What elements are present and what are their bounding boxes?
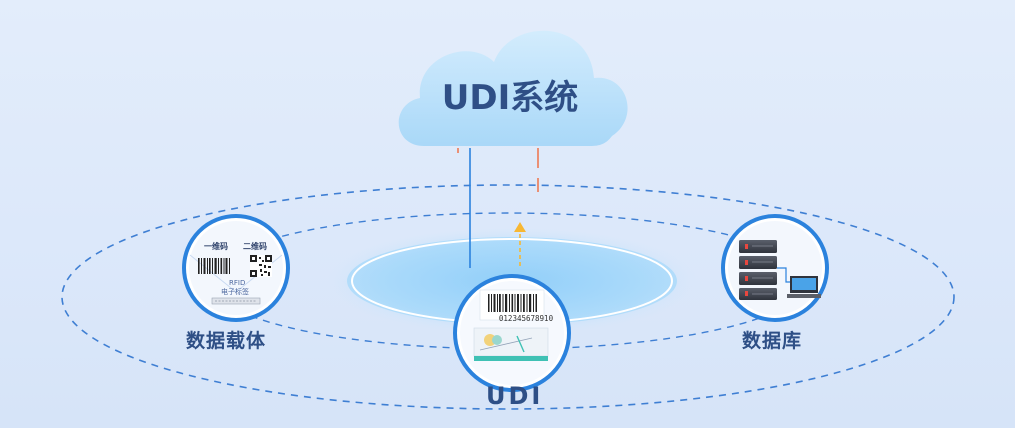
upload-arrow-head xyxy=(514,222,526,232)
data-carrier-label: 数据载体 xyxy=(186,330,267,352)
server-rack-icon xyxy=(739,240,777,300)
qr-code-label: 二维码 xyxy=(243,242,267,251)
electronic-tag-label: 电子标签 xyxy=(221,288,249,296)
database-label: 数据库 xyxy=(742,330,803,352)
rfid-label: RFID xyxy=(229,279,246,287)
database-node xyxy=(721,214,829,322)
package-icon xyxy=(473,327,549,361)
data-carrier-node xyxy=(182,214,290,322)
cloud-title: UDI系统 xyxy=(441,78,579,118)
qr-code-icon xyxy=(250,255,272,277)
udi-barcode-number: 012345678910 xyxy=(498,314,554,323)
linear-code-label: 一维码 xyxy=(204,242,228,251)
monitor-icon xyxy=(777,267,821,298)
rfid-tag-icon xyxy=(211,297,261,305)
linear-barcode-icon xyxy=(198,258,230,274)
cloud-shape xyxy=(398,30,628,147)
udi-barcode-icon xyxy=(488,294,537,312)
outer-orbit xyxy=(61,184,955,410)
udi-node xyxy=(453,274,571,392)
udi-label: UDI xyxy=(486,382,544,410)
